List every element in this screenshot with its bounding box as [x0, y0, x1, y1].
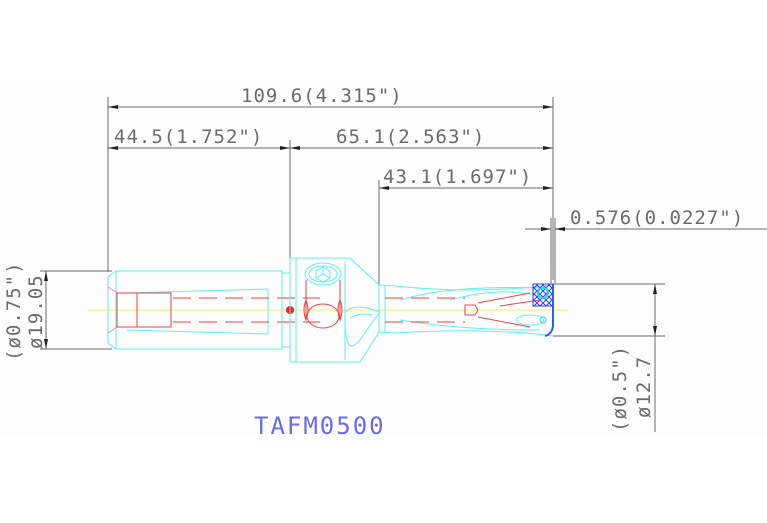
shank-diameter-inch: (ø0.75") [3, 261, 25, 361]
drill-diameter-mm: ø12.7 [633, 356, 655, 418]
part-number-label: TAFM0500 [254, 412, 386, 440]
drill-head-outline [289, 257, 381, 363]
body-length-dimension: 65.1(2.563") [336, 126, 485, 148]
dimension-lines [44, 105, 767, 432]
drawing-sheet [0, 87, 767, 435]
cutting-insert [532, 283, 554, 337]
overall-length-dimension: 109.6(4.315") [241, 85, 403, 107]
shank-length-dimension: 44.5(1.752") [114, 126, 263, 148]
drill-head-hidden [303, 280, 343, 329]
shank-bore-hidden [107, 286, 320, 334]
drill-diameter-inch: (ø0.5") [609, 345, 631, 432]
hex-screw-icon [315, 266, 331, 283]
flute-length-dimension: 43.1(1.697") [383, 166, 532, 188]
tip-offset-dimension: 0.576(0.0227") [570, 207, 744, 229]
shank-diameter-mm: ø19.05 [25, 274, 47, 349]
